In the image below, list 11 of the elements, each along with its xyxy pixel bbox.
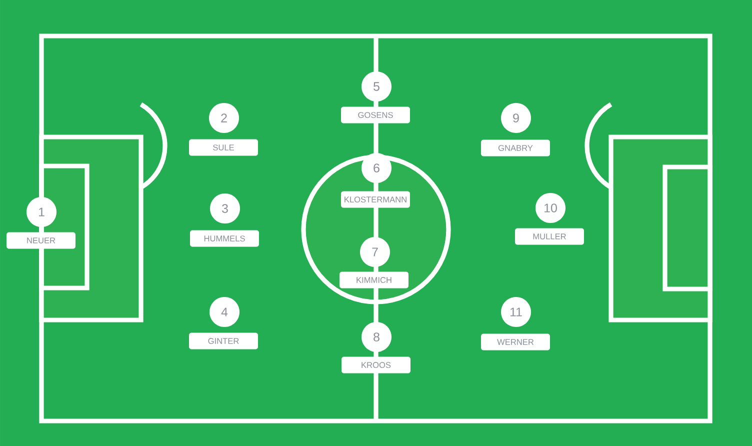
name-tag: WERNER (481, 334, 550, 350)
name-tag: SULE (189, 139, 258, 156)
name-tag: NEUER (6, 232, 76, 249)
name-tag: KIMMICH (340, 272, 408, 288)
name-tag: HUMMELS (190, 230, 259, 247)
name-tag: KROOS (342, 356, 410, 374)
name-tag: KLOSTERMANN (341, 191, 410, 208)
name-tag: GOSENS (341, 106, 410, 124)
name-tag: GNABRY (481, 140, 550, 156)
name-tag: MULLER (515, 228, 584, 245)
name-tag: GINTER (189, 332, 258, 350)
